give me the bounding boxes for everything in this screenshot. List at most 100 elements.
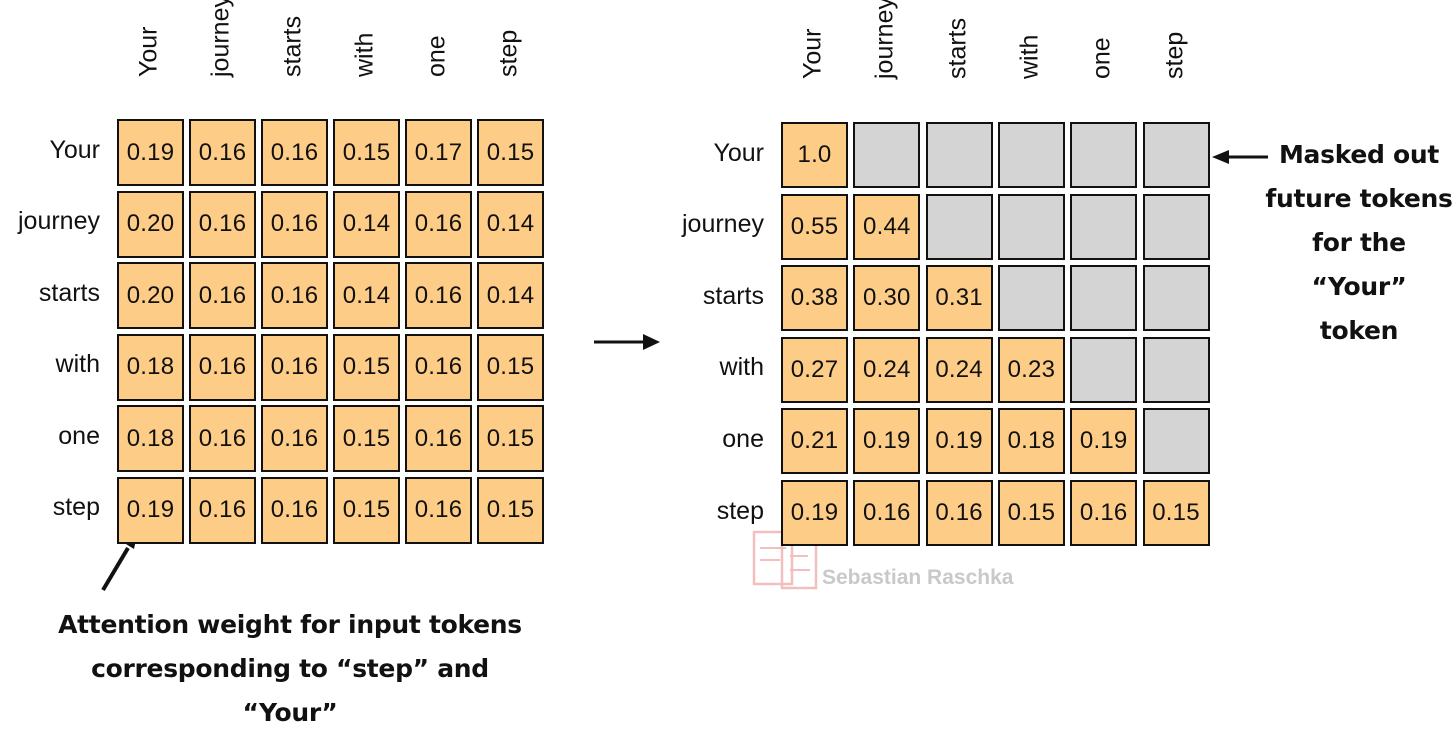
left-col-label-3: with [330, 0, 400, 102]
left-weight-cell: 0.16 [189, 262, 256, 329]
right-masked-cell [1142, 336, 1210, 403]
right-weight-cell: 0.24 [925, 336, 993, 403]
right-col-label-text: starts [943, 17, 972, 79]
left-row-label-5: step [52, 493, 100, 521]
right-masked-cell [1070, 265, 1138, 332]
mask-note-line-4: token [1319, 316, 1399, 345]
right-weight-cell: 0.31 [925, 265, 993, 332]
left-weight-cell: 0.16 [189, 476, 256, 544]
left-row-label-1: journey [18, 207, 100, 235]
left-col-label-1: journey [186, 0, 256, 102]
left-col-label-4: one [402, 0, 472, 102]
left-row-label-2: starts [38, 278, 100, 307]
right-row-label-2: starts [702, 281, 764, 310]
transform-arrow [594, 334, 660, 350]
right-weight-cell: 0.55 [781, 193, 848, 260]
left-row-label-0: Your [49, 135, 100, 164]
right-weight-cell: 0.27 [781, 336, 848, 403]
right-weight-cell: 0.19 [1070, 408, 1138, 475]
right-weight-cell: 0.24 [853, 336, 921, 403]
left-col-label-5: step [474, 0, 544, 102]
right-weight-cell: 0.21 [781, 408, 848, 475]
right-row-label-0: Your [713, 138, 764, 167]
left-weight-cell: 0.20 [117, 190, 184, 258]
left-weight-cell: 0.17 [405, 119, 472, 186]
left-weight-cell: 0.18 [117, 405, 184, 472]
left-weight-cell: 0.14 [333, 190, 400, 258]
arrows-layer [101, 150, 1268, 592]
left-col-label-text: journey [206, 0, 235, 77]
right-weight-cell: 0.16 [925, 480, 993, 546]
watermark-text: Sebastian Raschka [822, 566, 1014, 589]
right-weight-cell: 1.0 [781, 122, 848, 188]
left-col-label-text: with [350, 32, 379, 77]
right-weight-cell: 0.19 [853, 408, 921, 475]
left-weight-cell: 0.15 [477, 405, 544, 472]
right-masked-cell [1142, 193, 1210, 260]
left-weight-cell: 0.14 [477, 190, 544, 258]
left-row-label-4: one [58, 421, 100, 450]
left-weight-cell: 0.16 [405, 333, 472, 401]
right-col-label-text: with [1015, 34, 1044, 79]
left-weight-cell: 0.16 [189, 333, 256, 401]
right-masked-cell [1142, 122, 1210, 188]
right-weight-cell: 0.38 [781, 265, 848, 332]
left-weight-cell: 0.16 [189, 190, 256, 258]
left-col-label-text: one [422, 35, 451, 77]
annotation-line-2: corresponding to “step” and “Your” [91, 654, 489, 727]
left-col-label-text: step [494, 29, 523, 77]
right-col-label-5: step [1140, 0, 1210, 104]
left-weight-cell: 0.16 [261, 119, 328, 186]
right-masked-cell [1142, 265, 1210, 332]
right-weight-cell: 0.15 [997, 480, 1065, 546]
right-weight-cell: 0.30 [853, 265, 921, 332]
watermark-logo [752, 530, 818, 590]
right-weight-cell: 0.19 [781, 480, 848, 546]
left-col-label-text: starts [278, 15, 307, 77]
left-weight-cell: 0.16 [405, 262, 472, 329]
left-weight-cell: 0.16 [261, 405, 328, 472]
left-col-label-2: starts [258, 0, 328, 102]
right-weight-cell: 0.23 [997, 336, 1065, 403]
right-col-label-3: with [995, 0, 1065, 104]
right-weight-cell: 0.16 [853, 480, 921, 546]
annotation-line-1: Attention weight for input tokens [58, 610, 522, 639]
left-weight-cell: 0.19 [117, 476, 184, 544]
right-row-label-5: step [716, 496, 764, 525]
left-weight-cell: 0.20 [117, 262, 184, 329]
right-col-label-text: step [1160, 31, 1188, 79]
right-masked-cell [853, 122, 921, 188]
right-weight-cell: 0.19 [925, 408, 993, 475]
masked-tokens-annotation: Masked out future tokens for the “Your” … [1262, 133, 1456, 353]
left-row-label-3: with [55, 350, 100, 378]
left-weight-cell: 0.16 [261, 262, 328, 329]
left-col-label-text: Your [134, 26, 163, 77]
right-row-label-1: journey [682, 210, 764, 239]
right-col-label-4: one [1067, 0, 1137, 104]
left-weight-cell: 0.15 [333, 405, 400, 472]
right-weight-cell: 0.16 [1070, 480, 1138, 546]
left-weight-cell: 0.14 [333, 262, 400, 329]
mask-note-line-1: Masked out [1278, 140, 1440, 169]
right-col-label-1: journey [850, 0, 920, 104]
mask-annotation-arrow [1212, 150, 1268, 164]
right-masked-cell [1070, 193, 1138, 260]
left-weight-cell: 0.16 [405, 405, 472, 472]
left-weight-cell: 0.16 [189, 119, 256, 186]
right-row-label-4: one [722, 424, 764, 453]
left-weight-cell: 0.19 [117, 119, 184, 186]
mask-note-line-3: for the “Your” [1311, 228, 1407, 301]
right-masked-cell [1142, 408, 1210, 475]
right-masked-cell [925, 122, 993, 188]
right-weight-cell: 0.15 [1142, 480, 1210, 546]
left-weight-cell: 0.15 [333, 333, 400, 401]
right-masked-cell [1070, 336, 1138, 403]
left-weight-cell: 0.15 [333, 476, 400, 544]
left-weight-cell: 0.16 [261, 190, 328, 258]
right-weight-cell: 0.18 [997, 408, 1065, 475]
left-weight-cell: 0.15 [333, 119, 400, 186]
right-col-label-2: starts [923, 0, 993, 104]
left-weight-cell: 0.15 [477, 333, 544, 401]
left-weight-cell: 0.18 [117, 333, 184, 401]
right-masked-cell [997, 265, 1065, 332]
